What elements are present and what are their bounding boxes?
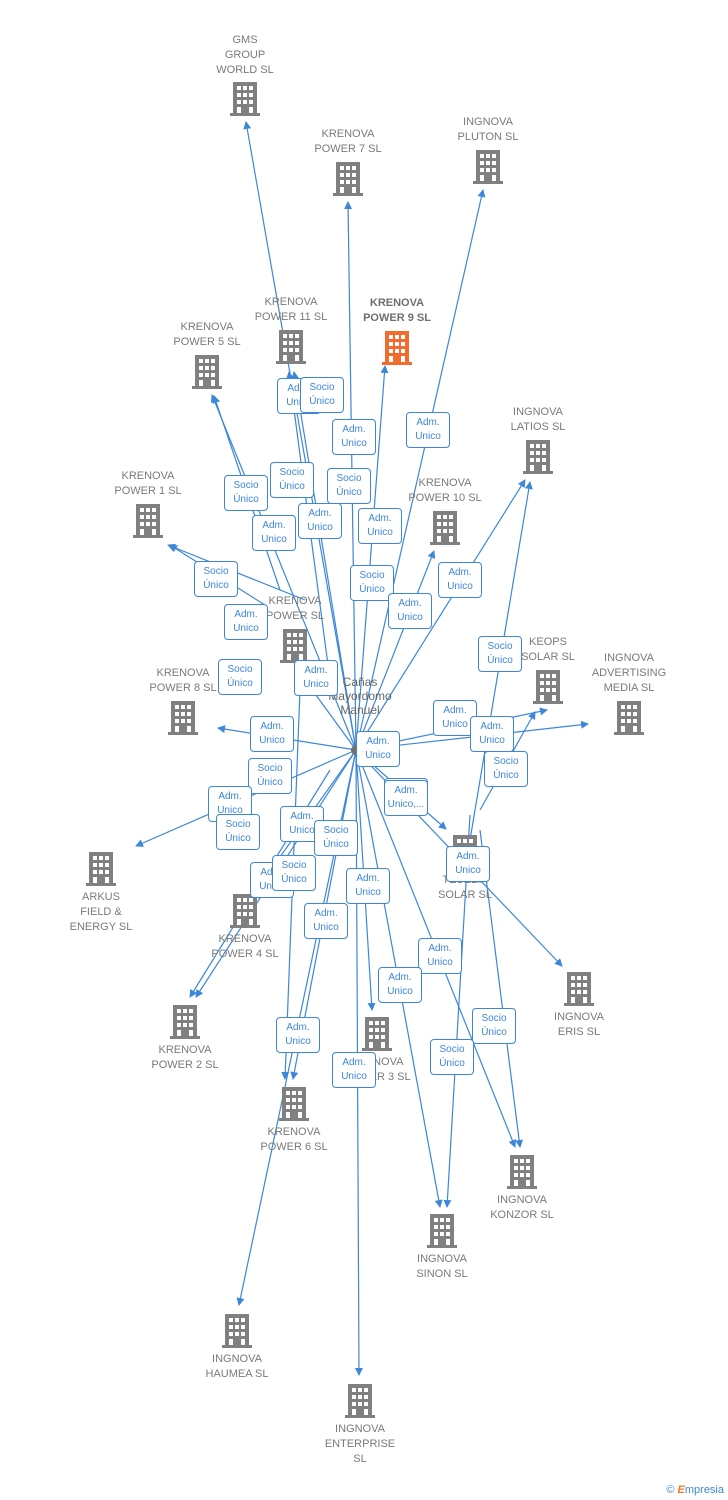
relationship-tag[interactable]: Adm. Unico (224, 604, 268, 640)
building-icon[interactable] (523, 440, 553, 474)
relationship-tag[interactable]: Adm. Unico (304, 903, 348, 939)
company-label-adv[interactable]: INGNOVA ADVERTISING MEDIA SL (591, 652, 667, 694)
company-label-k7[interactable]: KRENOVA POWER 7 SL (314, 128, 382, 155)
relationship-tag[interactable]: Socio Único (218, 659, 262, 695)
building-icon[interactable] (170, 1005, 200, 1039)
relationship-tag[interactable]: Socio Único (478, 636, 522, 672)
relationship-tag[interactable]: Adm. Unico (388, 593, 432, 629)
company-label-k6[interactable]: KRENOVA POWER 6 SL (260, 1126, 328, 1153)
relationship-tag[interactable]: Adm. Unico (294, 660, 338, 696)
relationship-tag[interactable]: Adm. Unico (276, 1017, 320, 1053)
relationship-tag[interactable]: Adm. Unico (332, 419, 376, 455)
building-icon[interactable] (333, 162, 363, 196)
company-label-k5[interactable]: KRENOVA POWER 5 SL (173, 321, 241, 348)
building-icon[interactable] (133, 504, 163, 538)
relationship-tag[interactable]: Adm. Unico (356, 731, 400, 767)
relationship-tag[interactable]: Adm. Unico (438, 562, 482, 598)
relationship-tag[interactable]: Socio Único (484, 751, 528, 787)
building-icon[interactable] (533, 670, 563, 704)
copyright-symbol: © (666, 1484, 675, 1496)
relationship-tag[interactable]: Adm. Unico (470, 716, 514, 752)
company-label-k8[interactable]: KRENOVA POWER 8 SL (149, 667, 217, 694)
relationship-tag[interactable]: Adm. Unico (446, 846, 490, 882)
relationship-edge (355, 365, 389, 751)
company-label-k9[interactable]: KRENOVA POWER 9 SL (363, 297, 431, 324)
company-label-keops[interactable]: KEOPS SOLAR SL (521, 636, 575, 663)
building-icon[interactable] (279, 1087, 309, 1121)
person-name[interactable]: Cañas Mayordomo Manuel (328, 675, 392, 717)
footer-brand[interactable]: © Empresia (666, 1484, 724, 1496)
relationship-tag[interactable]: Adm. Unico (250, 716, 294, 752)
relationship-tag[interactable]: Socio Único (327, 468, 371, 504)
relationship-tag[interactable]: Socio Único (224, 475, 268, 511)
relationship-edge (355, 550, 436, 751)
relationship-tag[interactable]: Adm. Unico (252, 515, 296, 551)
building-icon[interactable] (280, 629, 310, 663)
company-label-sinon[interactable]: INGNOVA SINON SL (416, 1253, 468, 1280)
building-icon[interactable] (507, 1155, 537, 1189)
relationship-tag[interactable]: Socio Único (216, 814, 260, 850)
relationship-tag[interactable]: Adm. Unico (358, 508, 402, 544)
company-label-haumea[interactable]: INGNOVA HAUMEA SL (205, 1353, 269, 1380)
building-icon[interactable] (427, 1214, 457, 1248)
relationship-edge (243, 121, 357, 751)
brand-name: mpresia (684, 1484, 724, 1496)
relationship-edge (479, 829, 524, 1148)
relationship-tag[interactable]: Adm. Unico (298, 503, 342, 539)
company-label-gms[interactable]: GMS GROUP WORLD SL (216, 34, 274, 76)
building-icon[interactable] (564, 972, 594, 1006)
building-icon[interactable] (276, 330, 306, 364)
company-label-arkus[interactable]: ARKUS FIELD & ENERGY SL (69, 891, 133, 933)
relationship-tag[interactable]: Socio Único (430, 1039, 474, 1075)
company-label-konzor[interactable]: INGNOVA KONZOR SL (490, 1194, 554, 1221)
relationship-tag[interactable]: Socio Único (350, 565, 394, 601)
building-icon[interactable] (382, 331, 412, 365)
company-label-latios[interactable]: INGNOVA LATIOS SL (510, 406, 566, 433)
company-label-enterprise[interactable]: INGNOVA ENTERPRISE SL (324, 1423, 396, 1465)
relationship-tag[interactable]: Socio Único (300, 377, 344, 413)
building-icon[interactable] (473, 150, 503, 184)
building-icon[interactable] (345, 1384, 375, 1418)
building-icon[interactable] (86, 852, 116, 886)
company-label-k10[interactable]: KRENOVA POWER 10 SL (408, 477, 482, 504)
company-label-pluton[interactable]: INGNOVA PLUTON SL (457, 116, 519, 143)
building-icon[interactable] (192, 355, 222, 389)
company-label-kp[interactable]: KRENOVA POWER SL (265, 595, 325, 622)
building-icon[interactable] (230, 894, 260, 928)
company-label-k4[interactable]: KRENOVA POWER 4 SL (211, 933, 279, 960)
relationship-tag[interactable]: Socio Único (314, 820, 358, 856)
building-icon[interactable] (614, 701, 644, 735)
relationship-tag[interactable]: Socio Único (194, 561, 238, 597)
building-icon[interactable] (362, 1017, 392, 1051)
relationship-tag[interactable]: Socio Único (472, 1008, 516, 1044)
relationship-edge (291, 371, 357, 751)
relationship-tag[interactable]: Socio Único (272, 855, 316, 891)
company-label-eris[interactable]: INGNOVA ERIS SL (554, 1011, 604, 1038)
building-icon[interactable] (430, 511, 460, 545)
relationship-tag[interactable]: Adm. Unico,... (384, 780, 428, 816)
building-icon[interactable] (222, 1314, 252, 1348)
relationship-tag[interactable]: Adm. Unico (406, 412, 450, 448)
relationship-tag[interactable]: Socio Único (248, 758, 292, 794)
relationship-tag[interactable]: Adm. Unico (346, 868, 390, 904)
relationship-tag[interactable]: Socio Único (270, 462, 314, 498)
brand-logo-letter: E (677, 1484, 685, 1496)
building-icon[interactable] (168, 701, 198, 735)
relationship-edge (355, 189, 486, 751)
relationship-tag[interactable]: Adm. Unico (378, 967, 422, 1003)
building-icon[interactable] (230, 82, 260, 116)
company-label-k1[interactable]: KRENOVA POWER 1 SL (114, 470, 182, 497)
company-label-k2[interactable]: KRENOVA POWER 2 SL (151, 1044, 219, 1071)
relationship-edge (355, 479, 526, 751)
relationship-tag[interactable]: Adm. Unico (332, 1052, 376, 1088)
company-label-k11[interactable]: KRENOVA POWER 11 SL (254, 296, 328, 323)
relationship-tag[interactable]: Adm. Unico (418, 938, 462, 974)
